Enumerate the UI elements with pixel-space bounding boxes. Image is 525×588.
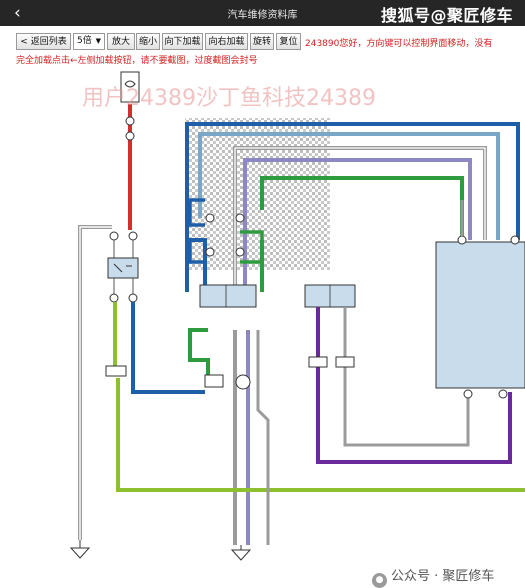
gray-pair-wire [343, 307, 470, 447]
ground-symbol-center [230, 545, 252, 561]
hint-line-1: 243890您好，方向键可以控制界面移动，没有 [305, 39, 493, 49]
connector-pin [235, 247, 245, 257]
large-ecu-block [435, 241, 525, 389]
app-title: 汽车维修资料库 [227, 10, 298, 21]
fuse-symbol [124, 80, 136, 88]
load-down-button[interactable]: 向下加载 [162, 33, 203, 50]
connector-tab [308, 356, 328, 368]
gateway-ecu-block [199, 284, 257, 308]
gray-ground-wire [78, 225, 112, 540]
yellowgreen-wire [113, 302, 525, 492]
qr-watermark [185, 118, 330, 270]
lower-harness-wire [256, 330, 270, 545]
battery-relay-block [107, 257, 139, 279]
connector-pin [125, 131, 135, 141]
connector-pin [463, 389, 473, 399]
connector-pin [128, 231, 138, 241]
load-right-button[interactable]: 向右加载 [205, 33, 248, 50]
connector-pin [235, 374, 251, 390]
switch-symbol [113, 263, 132, 273]
blue-loop-wire [188, 198, 205, 264]
user-watermark: 用户24389沙丁鱼科技24389 [82, 86, 376, 111]
purple-wire [316, 307, 512, 464]
zoom-select[interactable]: 5倍▼ [73, 33, 105, 50]
connector-pin [109, 231, 119, 241]
connector-pin [128, 293, 138, 303]
chevron-down-icon: ▼ [95, 37, 101, 45]
connector-pin [205, 247, 215, 257]
connector-pin [235, 213, 245, 223]
zoom-in-button[interactable]: 放大 [107, 33, 135, 50]
wiring-diagram[interactable] [0, 64, 525, 587]
gray-harness-core [234, 147, 486, 292]
lightblue-can-wire [198, 132, 500, 240]
rotate-button[interactable]: 旋转 [250, 33, 274, 50]
connector-pin [109, 293, 119, 303]
reset-button[interactable]: 复位 [276, 33, 301, 50]
connector-pin [125, 116, 135, 126]
hint-line-2: 完全加载点击←左侧加载按钮，请不要截图，过度截图会封号 [16, 56, 258, 66]
green-loop-wire [240, 230, 264, 264]
zoom-select-value: 5倍 [77, 36, 92, 46]
connector-pin [457, 235, 467, 245]
wechat-watermark-text: 公众号 · 聚匠修车 [391, 569, 495, 584]
connector-tab [335, 356, 355, 368]
watermark-sohu: 搜狐号@聚匠修车 [380, 6, 513, 25]
ground-connector [204, 374, 224, 388]
connector-pin [498, 389, 508, 399]
zoom-out-button[interactable]: 缩小 [136, 33, 160, 50]
back-icon[interactable]: ‹ [14, 3, 21, 23]
connector-pin [205, 213, 215, 223]
back-to-list-button[interactable]: < 返回列表 [16, 33, 71, 50]
wechat-watermark: ● 公众号 · 聚匠修车 [372, 565, 494, 588]
lavender-wire [243, 158, 472, 545]
toolbar: < 返回列表 5倍▼ 放大 缩小 向下加载 向右加载 旋转 复位 [16, 33, 516, 53]
wechat-icon: ● [372, 573, 387, 588]
connector-pin [510, 235, 520, 245]
connector-tab [105, 365, 127, 377]
title-bar: ‹ 汽车维修资料库 搜狐号@聚匠修车 [0, 0, 525, 26]
ground-symbol-left [69, 540, 91, 559]
